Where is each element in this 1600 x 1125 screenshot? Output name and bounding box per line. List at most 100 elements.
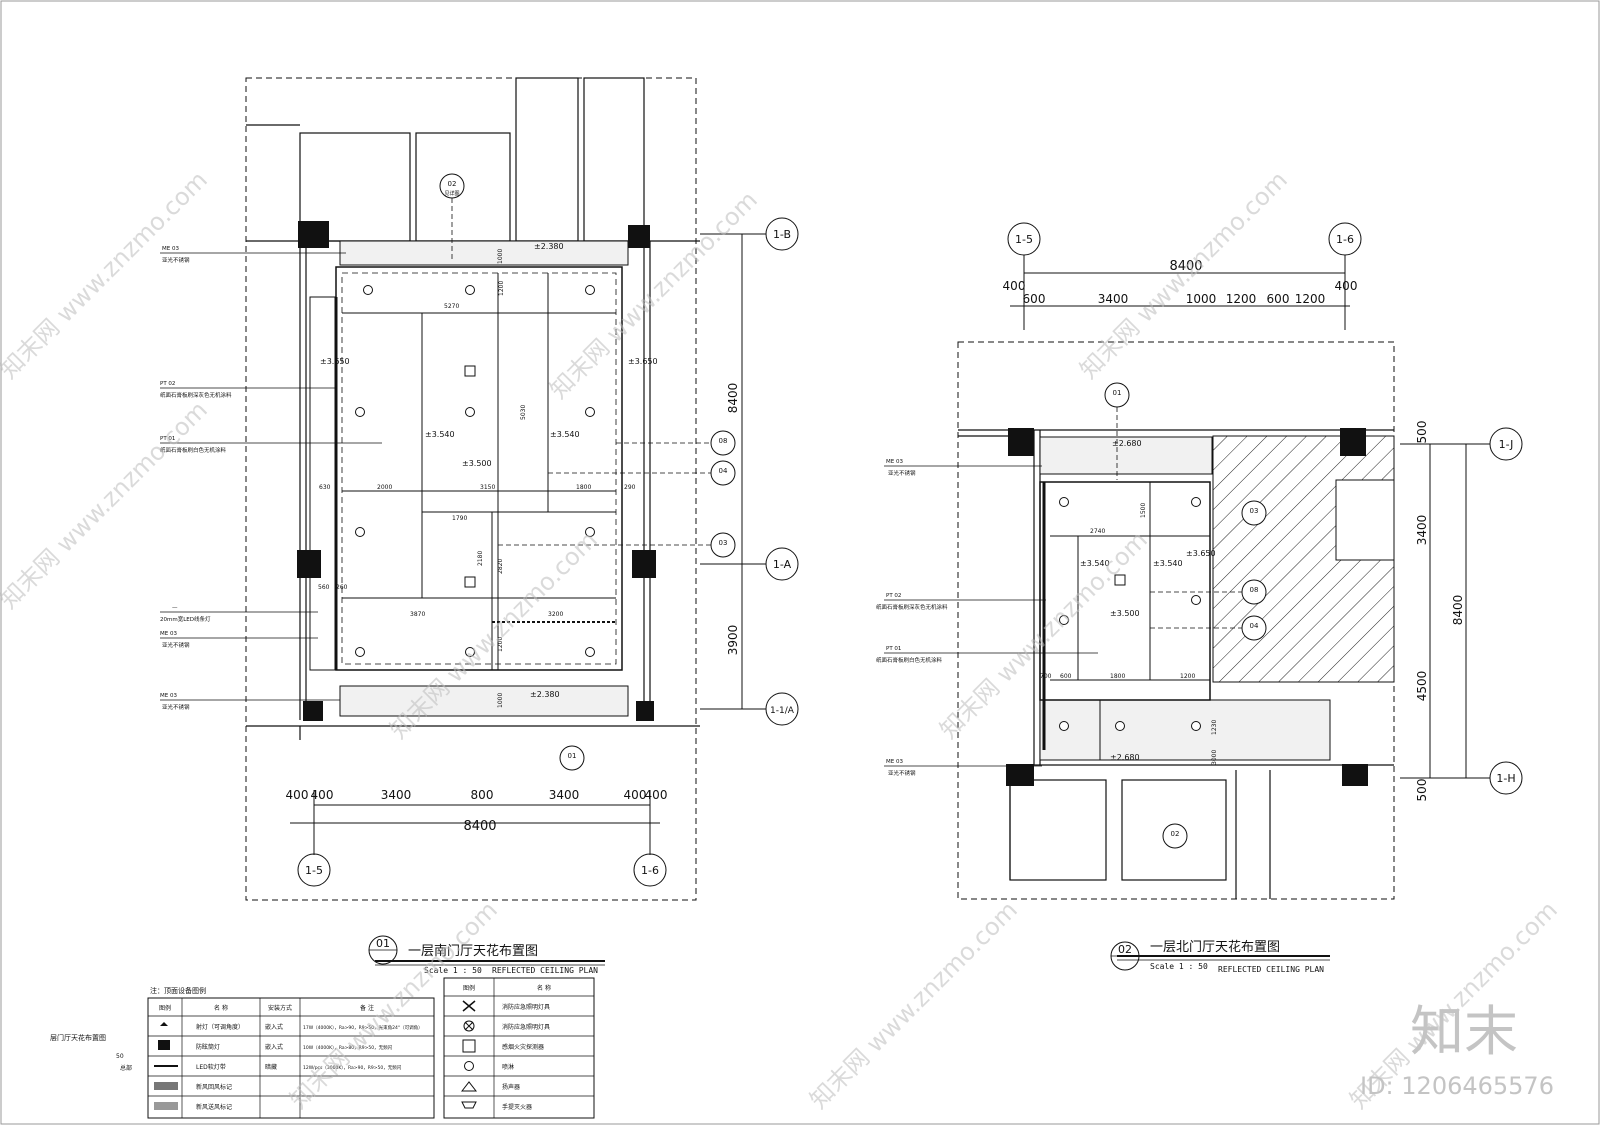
- inner-dim: 1000: [497, 249, 504, 264]
- watermark-text: 知末网 www.znzmo.com: [1074, 166, 1292, 384]
- dim-h: 3400: [1098, 292, 1129, 306]
- plan-01-labels: 1-B 1-A 1-1/A 1-5 1-6 8400 400 400 3400 …: [160, 180, 795, 877]
- section-tag: 02: [448, 180, 457, 188]
- legend-row-name: 消防应急照明灯具: [502, 1003, 550, 1011]
- drawing-scale: Scale 1 : 50: [424, 966, 482, 975]
- ceiling-level: ±3.500: [462, 459, 492, 468]
- drawing-title-en: REFLECTED CEILING PLAN: [1218, 965, 1324, 974]
- note-code: PT 02: [886, 593, 901, 599]
- side-note-title: 层门厅天花布置图: [50, 1033, 106, 1042]
- legend-row-name: 扬声器: [502, 1083, 520, 1091]
- inner-dim: 1200: [1180, 673, 1195, 680]
- side-note-scale: 50: [116, 1053, 124, 1060]
- dim-h: 400: [1335, 279, 1358, 293]
- legend-row-name: LED软灯带: [196, 1063, 226, 1071]
- dim-h: 600: [1023, 292, 1046, 306]
- dim-h: 3400: [549, 788, 580, 802]
- dim-h: 1200: [1295, 292, 1326, 306]
- inner-dim: 260: [336, 584, 348, 591]
- inner-dim: 1800: [1110, 673, 1125, 680]
- legend-row-mount: 嵌入式: [265, 1043, 283, 1051]
- dim-h: 1200: [1226, 292, 1257, 306]
- inner-dim: 3200: [548, 611, 563, 618]
- inner-dim: 5270: [444, 303, 459, 310]
- inner-dim: 1500: [1140, 503, 1147, 518]
- note-code: PT 01: [160, 436, 175, 442]
- inner-dim: 2740: [1090, 528, 1105, 535]
- section-tag: 04: [719, 467, 728, 475]
- legend-header: 名 称: [214, 1004, 228, 1012]
- drawing-scale: Scale 1 : 50: [1150, 962, 1208, 971]
- note-code: ME 03: [160, 631, 177, 637]
- legend-header: 备 注: [360, 1004, 374, 1012]
- ceiling-level: ±2.680: [1110, 753, 1140, 762]
- legend-equipment: 注：顶面设备图例 图例 名 称 安装方式 备 注 射灯（可调角度） 嵌入式 17…: [147, 986, 435, 1119]
- axis-1-j: 1-J: [1499, 438, 1514, 451]
- side-note-label: 总部: [120, 1064, 132, 1072]
- axis-1-1a: 1-1/A: [770, 706, 795, 716]
- section-tag: 01: [1113, 389, 1122, 397]
- dim-v: 4500: [1415, 671, 1429, 702]
- ceiling-level: ±3.500: [1110, 609, 1140, 618]
- legend-row-name: 喷淋: [502, 1063, 514, 1071]
- inner-dim: 1200: [498, 281, 505, 296]
- section-tag-sub: 见详图: [444, 190, 459, 197]
- section-tag: 02: [1171, 830, 1180, 838]
- note-code: ME 03: [162, 246, 179, 252]
- inner-dim: 3150: [480, 484, 495, 491]
- axis-1-6: 1-6: [641, 864, 659, 877]
- watermark-text: 知末网 www.znzmo.com: [0, 166, 213, 384]
- ceiling-level: ±3.650: [1186, 549, 1216, 558]
- dim-h: 1000: [1186, 292, 1217, 306]
- inner-dim: 700: [1040, 673, 1052, 680]
- legend-row-name: 射灯（可调角度）: [196, 1023, 244, 1031]
- legend-row-name: 手提灭火器: [502, 1103, 532, 1111]
- dim-h: 600: [1267, 292, 1290, 306]
- legend-header: 名 称: [537, 984, 551, 992]
- inner-dim: 1790: [452, 515, 467, 522]
- note-code: ME 03: [886, 759, 903, 765]
- drawing-title: 一层北门厅天花布置图: [1150, 939, 1280, 955]
- brand-watermark: 知末: [1410, 1000, 1518, 1063]
- ceiling-level: ±3.650: [628, 357, 658, 366]
- note-code: PT 02: [160, 381, 175, 387]
- inner-dim: 2820: [497, 559, 504, 574]
- dim-total: 8400: [1169, 259, 1202, 274]
- axis-1-b: 1-B: [773, 228, 791, 241]
- section-tag: 01: [568, 752, 577, 760]
- inner-dim: 2000: [377, 484, 392, 491]
- inner-dim: 600: [1060, 673, 1072, 680]
- legend-row-mount: 嵌入式: [265, 1023, 283, 1031]
- inner-dim: 630: [319, 484, 331, 491]
- dim-h: 400: [286, 788, 309, 802]
- drawing-number: 01: [376, 937, 390, 950]
- legend-row-name: 感烟火灾探测器: [502, 1043, 544, 1051]
- legend-row-name: 新风送风标记: [196, 1103, 232, 1111]
- ceiling-level: ±2.680: [1112, 439, 1142, 448]
- plan-02: [884, 222, 1523, 900]
- note-code: ME 03: [160, 693, 177, 699]
- axis-1-h: 1-H: [1496, 772, 1515, 785]
- note-text: 亚光不锈钢: [888, 769, 916, 777]
- ceiling-level: ±2.380: [534, 242, 564, 251]
- inner-dim: 1230: [1211, 720, 1218, 735]
- inner-dim: 5030: [520, 405, 527, 420]
- legend-row-note: 17W（4000K），Ra>90，R9>50，光束角24°（可调角）: [303, 1024, 423, 1031]
- dim-h: 800: [471, 788, 494, 802]
- inner-dim: 1000: [497, 693, 504, 708]
- note-text: 纸面石膏板刷深灰色无机涂料: [876, 603, 948, 611]
- title-block-01: 01 一层南门厅天花布置图 Scale 1 : 50 REFLECTED CEI…: [368, 935, 605, 975]
- dim-v-total: 8400: [1451, 595, 1465, 626]
- note-code: ME 03: [886, 459, 903, 465]
- note-text: 纸面石膏板刷白色无机涂料: [876, 656, 943, 664]
- ceiling-level: ±3.540: [1080, 559, 1110, 568]
- side-note: 层门厅天花布置图 50 总部: [50, 1033, 132, 1072]
- dim-v: 500: [1415, 779, 1429, 802]
- dim-h: 400: [645, 788, 668, 802]
- ceiling-level: ±3.650: [320, 357, 350, 366]
- inner-dim: 1200: [497, 637, 504, 652]
- inner-dim: 1800: [576, 484, 591, 491]
- watermark-id: ID: 1206465576: [1360, 1072, 1554, 1100]
- legend-row-note: 12W/pcs（3000K），Ra>90，R9>50，无频闪: [303, 1064, 402, 1071]
